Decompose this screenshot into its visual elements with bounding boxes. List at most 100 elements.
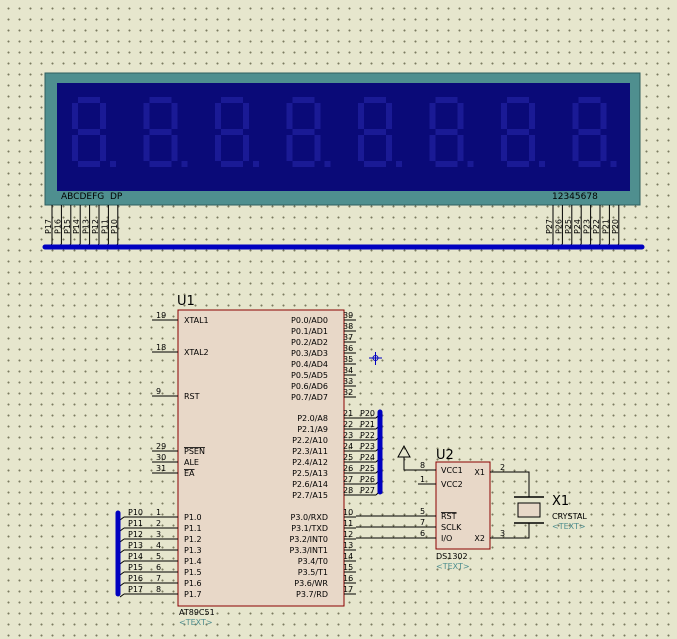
segment-f: [501, 103, 507, 129]
crosshair-icon: [369, 352, 382, 365]
pin-number: 28: [343, 486, 353, 495]
digit-7: [501, 97, 545, 167]
segment-b: [100, 103, 106, 129]
display-pin-label: P25: [564, 219, 573, 234]
display-pin-label: P14: [72, 219, 81, 234]
pin-number: 15: [343, 563, 353, 572]
display-pin-p22: P22: [592, 205, 601, 248]
x1-ref: X1: [552, 494, 569, 509]
pin-name: P3.7/RD: [296, 590, 328, 599]
u1-ref: U1: [177, 294, 195, 309]
pin-name: P2.1/A9: [297, 425, 328, 434]
u2-ref: U2: [436, 448, 454, 463]
pin-number: 5: [420, 507, 425, 516]
display-pin-p16: P16: [53, 205, 62, 248]
u2-pin-6: 6I/O: [418, 529, 452, 543]
display-pin-label: P24: [573, 219, 582, 234]
pin-number: 34: [343, 366, 353, 375]
u1-microcontroller[interactable]: U1 19XTAL118XTAL29RST29PSEN30ALE31EA1P1.…: [119, 294, 380, 627]
segment-e: [501, 135, 507, 161]
segment-f: [429, 103, 436, 129]
display-pin-p21: P21: [601, 205, 610, 248]
pin-name: P0.7/AD7: [291, 393, 328, 402]
digit-3: [215, 97, 259, 167]
display-pin-p15: P15: [63, 205, 72, 248]
display-pin-p12: P12: [91, 205, 100, 248]
pin-number: 12: [343, 530, 353, 539]
net-label: P12: [128, 530, 143, 539]
segment-g: [578, 129, 601, 135]
digit-6: [429, 97, 474, 167]
u2-body: [435, 461, 491, 550]
segment-g: [221, 129, 243, 135]
segment-e: [215, 135, 221, 161]
bus-entry: [119, 582, 125, 587]
pin-number: 1: [156, 508, 161, 517]
segment-dp: [467, 161, 474, 167]
net-label: P27: [360, 486, 375, 495]
pin-name: P2.3/A11: [292, 447, 328, 456]
digit-1: [72, 97, 116, 167]
net-label: P21: [360, 420, 375, 429]
pin-number: 8: [156, 585, 161, 594]
display-pin-p26: P26: [554, 205, 563, 248]
bus-entry: [119, 516, 125, 521]
x1-crystal[interactable]: X1 CRYSTAL <TEXT>: [502, 471, 587, 539]
pin-number: 6: [420, 529, 425, 538]
pin-number: 30: [156, 453, 166, 462]
pin-name: X1: [474, 468, 485, 477]
pin-name: I/O: [441, 534, 452, 543]
bus-entry: [119, 549, 125, 554]
segment-g: [435, 129, 458, 135]
segment-d: [364, 161, 386, 167]
pin-name: P2.4/A12: [292, 458, 328, 467]
pin-number: 24: [343, 442, 353, 451]
net-label: P13: [128, 541, 143, 550]
segment-d: [578, 161, 601, 167]
display-pin-label: P15: [63, 219, 72, 234]
net-label: P15: [128, 563, 143, 572]
pin-name: XTAL2: [184, 348, 209, 357]
segment-d: [78, 161, 100, 167]
net-label: P22: [360, 431, 375, 440]
segment-g: [292, 129, 315, 135]
net-label: P23: [360, 442, 375, 451]
pin-name: P0.5/AD5: [291, 371, 328, 380]
segment-c: [243, 135, 249, 161]
power-terminal-icon[interactable]: [397, 444, 418, 471]
pin-number: 39: [343, 311, 353, 320]
pin-number: 23: [343, 431, 353, 440]
segment-dp: [110, 161, 116, 167]
pin-name: XTAL1: [184, 316, 209, 325]
pin-name: X2: [474, 534, 485, 543]
pin-name: P1.3: [184, 546, 202, 555]
pin-name: RST: [184, 392, 200, 401]
pin-number: 13: [343, 541, 353, 550]
segment-a: [221, 97, 243, 103]
segment-e: [429, 135, 436, 161]
segment-e: [572, 135, 579, 161]
x1-part: CRYSTAL: [552, 512, 587, 521]
pin-number: 6: [156, 563, 161, 572]
segment-d: [507, 161, 529, 167]
pin-name: P0.3/AD3: [291, 349, 328, 358]
